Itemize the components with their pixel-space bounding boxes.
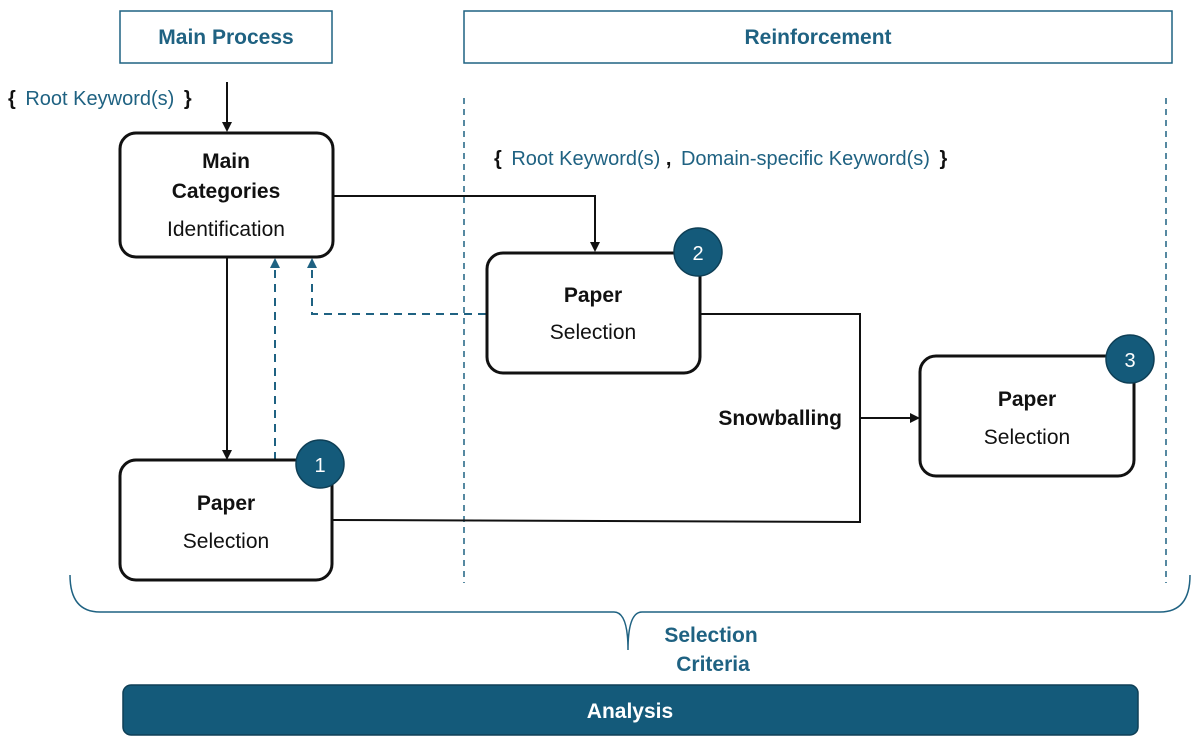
step-badge-2: [673, 227, 723, 277]
paper3-subtitle: Selection: [984, 426, 1070, 449]
paper-selection-box-1: Paper Selection 1: [118, 439, 345, 582]
paper2-subtitle: Selection: [550, 321, 636, 344]
paper2-feedback-arrow: [307, 258, 486, 315]
reinforcement-header: Reinforcement: [463, 10, 1173, 64]
step-badge-3-number: 3: [1124, 350, 1135, 372]
paper-selection-box-2: Paper Selection 2: [485, 227, 723, 375]
selection-criteria-brace: [69, 574, 1191, 651]
paper-selection-box-3: Paper Selection 3: [918, 334, 1155, 478]
main-categories-line1: Main: [202, 150, 250, 173]
paper1-subtitle: Selection: [183, 530, 269, 553]
step-badge-1-number: 1: [314, 455, 325, 477]
snowballing-label: Snowballing: [718, 407, 842, 430]
analysis-bar: Analysis: [122, 684, 1139, 736]
main-process-label: Main Process: [158, 26, 293, 49]
combined-keywords-label: { Root Keyword(s) , Domain-specific Keyw…: [494, 148, 948, 170]
selection-criteria-line2: Criteria: [676, 653, 750, 676]
analysis-label: Analysis: [587, 700, 673, 723]
main-categories-line2: Categories: [172, 180, 281, 203]
paper3-title: Paper: [998, 388, 1056, 411]
categories-to-paper2-arrow: [333, 195, 600, 252]
main-process-header: Main Process: [119, 10, 333, 64]
paper2-title: Paper: [564, 284, 622, 307]
step-badge-3: [1105, 334, 1155, 384]
selection-criteria-line1: Selection: [664, 624, 757, 647]
root-keywords-label: { Root Keyword(s) }: [8, 88, 192, 110]
main-categories-line3: Identification: [167, 218, 285, 241]
step-badge-1: [295, 439, 345, 489]
step-badge-2-number: 2: [692, 243, 703, 265]
paper1-title: Paper: [197, 492, 255, 515]
main-categories-box: Main Categories Identification: [118, 131, 335, 259]
reinforcement-label: Reinforcement: [744, 26, 891, 49]
